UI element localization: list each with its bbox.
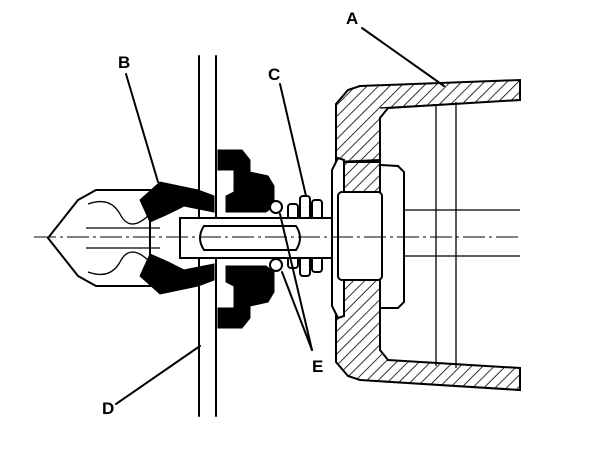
leader-lines [115,27,445,405]
clip-head [331,156,383,320]
label-e: E [312,357,323,376]
clip-shaft [179,217,333,259]
label-d: D [102,399,114,418]
pin-e [269,200,283,272]
label-a: A [346,9,358,28]
label-c: C [268,65,280,84]
clip-b [46,181,215,295]
grommet [217,149,275,329]
label-b: B [118,53,130,72]
